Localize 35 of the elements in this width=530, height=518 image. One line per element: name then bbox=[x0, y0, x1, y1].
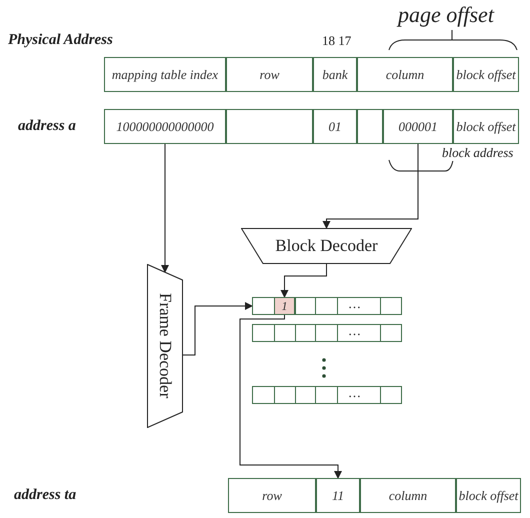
address-field: 01 bbox=[313, 109, 357, 144]
edge-label: block address bbox=[442, 145, 514, 161]
address-field: block offset bbox=[456, 478, 521, 513]
address-field: row bbox=[226, 57, 313, 92]
address-field bbox=[357, 109, 383, 144]
arrow bbox=[280, 264, 327, 298]
ellipsis-text: … bbox=[348, 324, 361, 338]
section-heading: page offset bbox=[398, 2, 494, 28]
ellipsis-text: … bbox=[348, 297, 361, 311]
row-label: address ta bbox=[14, 487, 76, 504]
arrow bbox=[161, 144, 169, 273]
address-field: column bbox=[357, 57, 453, 92]
address-field: row bbox=[228, 478, 316, 513]
table-row bbox=[252, 386, 402, 404]
address-field: 100000000000000 bbox=[104, 109, 226, 144]
address-field: 000001 bbox=[383, 109, 453, 144]
decoder-trapezoid: Block Decoder bbox=[241, 228, 412, 264]
address-field: mapping table index bbox=[104, 57, 226, 92]
row-label: Physical Address bbox=[8, 32, 113, 49]
address-field: 1 bbox=[274, 297, 295, 315]
table-row bbox=[252, 324, 402, 342]
arrow bbox=[182, 302, 253, 356]
address-field: column bbox=[360, 478, 456, 513]
arrow bbox=[322, 144, 418, 229]
arrow bbox=[240, 314, 342, 479]
decoder-trapezoid: Frame Decoder bbox=[147, 264, 183, 428]
table-row bbox=[252, 297, 402, 315]
ellipsis-text: … bbox=[348, 386, 361, 400]
address-field bbox=[226, 109, 313, 144]
address-field: block offset bbox=[453, 57, 519, 92]
bit-position: 18 17 bbox=[322, 33, 352, 49]
address-field: bank bbox=[313, 57, 357, 92]
row-label: address a bbox=[18, 118, 76, 135]
address-field: block offset bbox=[453, 109, 519, 144]
address-field: 11 bbox=[316, 478, 360, 513]
